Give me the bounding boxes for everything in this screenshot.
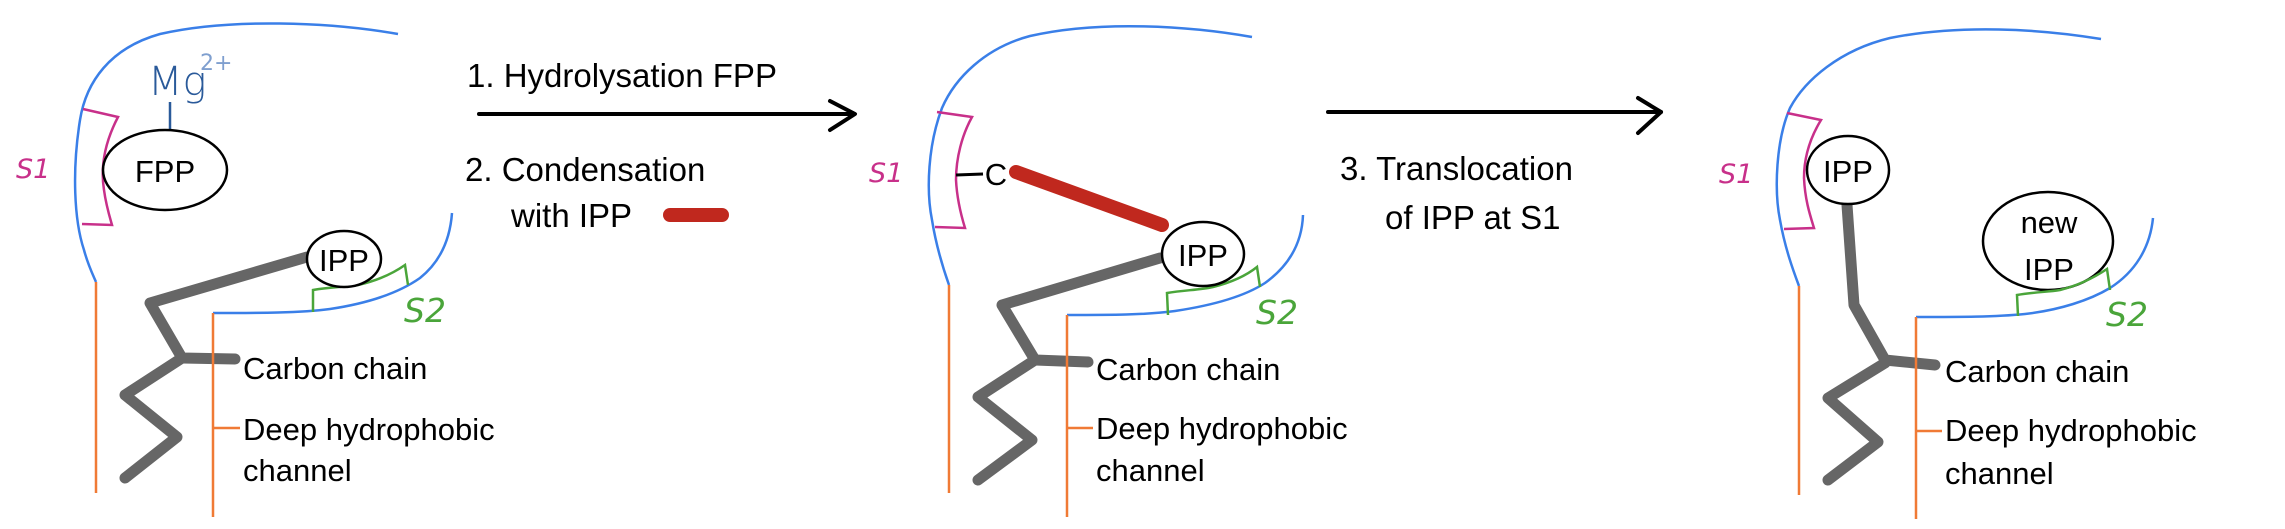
s1-site-bracket — [1783, 111, 1823, 231]
channel-label-line2: channel — [243, 453, 352, 488]
s1-site-label: S1 — [16, 154, 50, 185]
reaction-step-1-2: 1. Hydrolysation FPP 2. Condensation wit… — [465, 57, 857, 234]
channel-label-line1: Deep hydrophobic — [1096, 411, 1348, 446]
reaction-step-3: 3. Translocation of IPP at S1 — [1326, 96, 1663, 236]
step-3-label-line2: of IPP at S1 — [1385, 199, 1561, 236]
ipp-translocated-label: IPP — [1823, 154, 1873, 189]
carbon-chain-label: Carbon chain — [1096, 352, 1280, 387]
s2-site-bracket — [1165, 264, 1262, 316]
ipp-substrate-label: IPP — [319, 243, 369, 278]
carbon-chain-label: Carbon chain — [243, 351, 427, 386]
step-1-label: 1. Hydrolysation FPP — [467, 57, 777, 94]
panel-3-translocated-state: S1 IPP new IPP S2 Carbon chain Deep hydr… — [1719, 28, 2197, 519]
s1-site-bracket — [934, 110, 974, 230]
magnesium-charge-label: 2+ — [200, 51, 232, 76]
s2-site-bracket — [2015, 266, 2112, 317]
enzyme-outer-wall — [73, 22, 399, 283]
carbocation-label: C — [985, 157, 1007, 192]
enzyme-outer-wall — [927, 24, 1253, 286]
s2-site-label: S2 — [404, 291, 446, 330]
carbon-chain — [1841, 199, 1941, 371]
carbon-chain — [144, 251, 313, 365]
ipp-translocated-node — [1805, 134, 1891, 206]
fpp-substrate-label: FPP — [135, 154, 195, 189]
channel-label-line1: Deep hydrophobic — [1945, 413, 2197, 448]
magnesium-ion-label: Mg — [148, 59, 207, 105]
s2-site-label: S2 — [2106, 295, 2148, 334]
carbon-chain-label: Carbon chain — [1945, 354, 2129, 389]
fpp-substrate-node — [101, 128, 229, 212]
step-2-label-line2: with IPP — [510, 197, 632, 234]
carbocation-anchor-line — [955, 172, 984, 177]
reaction-arrow-1-head — [828, 99, 857, 132]
new-ipp-node — [1981, 190, 2115, 292]
enzyme-inner-wall — [1915, 217, 2155, 319]
step-2-label-line1: 2. Condensation — [465, 151, 705, 188]
carbon-chain-tail — [119, 352, 188, 484]
new-bond — [1009, 165, 1169, 232]
panel-2-condensation-state: S1 C S2 IPP Carbon chain Deep hydrophobi… — [869, 24, 1348, 517]
carbon-chain — [996, 252, 1166, 368]
channel-label-line2: channel — [1945, 456, 2054, 491]
reaction-arrow-2-head — [1636, 96, 1663, 135]
channel-label-line1: Deep hydrophobic — [243, 412, 495, 447]
s1-site-label: S1 — [869, 158, 903, 189]
s1-site-label: S1 — [1719, 159, 1753, 190]
new-ipp-label-line2: IPP — [2024, 252, 2074, 287]
carbon-chain-tail — [972, 354, 1041, 486]
enzyme-inner-wall — [1066, 214, 1305, 317]
channel-label-line2: channel — [1096, 453, 1205, 488]
enzyme-inner-wall — [212, 212, 454, 315]
s1-site-bracket — [81, 107, 120, 227]
ipp-substrate-label: IPP — [1178, 238, 1228, 273]
new-ipp-label-line1: new — [2021, 205, 2078, 240]
panel-1-initial-state: S1 Mg 2+ FPP S2 IPP Carbon chain Deep hy… — [16, 22, 495, 517]
enzyme-outer-wall — [1775, 28, 2102, 287]
ipp-substrate-node — [1160, 220, 1246, 288]
carbon-chain-tail — [1822, 357, 1891, 486]
step-3-label-line1: 3. Translocation — [1340, 150, 1573, 187]
ipp-substrate-node — [305, 229, 383, 289]
s2-site-label: S2 — [1256, 293, 1298, 332]
